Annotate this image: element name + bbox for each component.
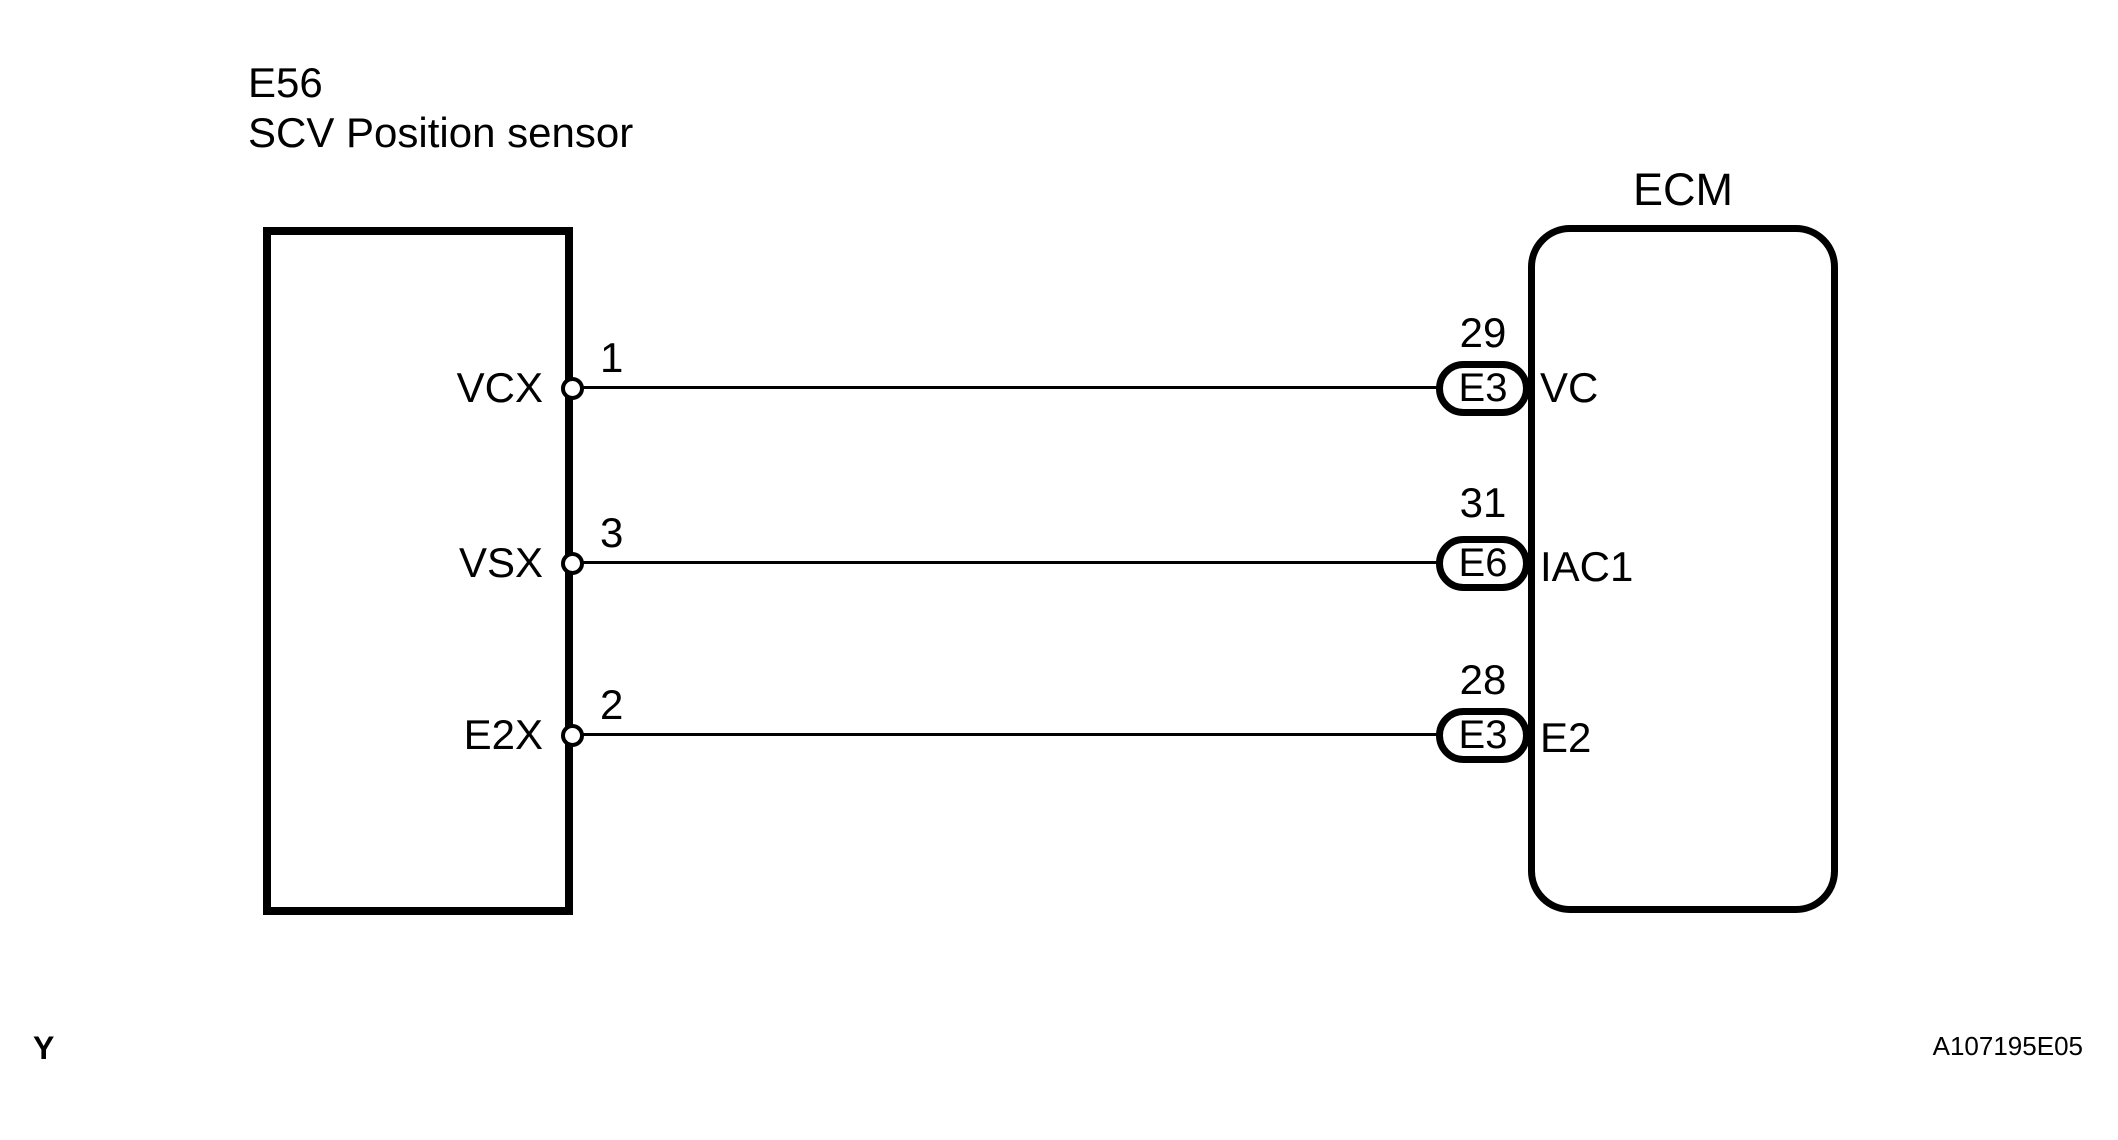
ecm-terminal-label: IAC1 bbox=[1540, 543, 1634, 590]
sensor-pin-number: 2 bbox=[600, 681, 624, 728]
ecm-terminal-label: VC bbox=[1540, 364, 1599, 411]
ecm-connector-code: E3 bbox=[1458, 713, 1508, 757]
ecm-label: ECM bbox=[1633, 164, 1733, 215]
sensor-pin-label: VCX bbox=[456, 364, 543, 411]
wire-vcx-vc bbox=[583, 386, 1437, 389]
ecm-pin-number: 29 bbox=[1459, 309, 1507, 356]
ecm-terminal-label: E2 bbox=[1540, 714, 1592, 761]
sensor-pin-number: 1 bbox=[600, 334, 624, 381]
ecm-connector-code: E6 bbox=[1458, 541, 1508, 585]
figure-code: A107195E05 bbox=[1932, 1031, 2083, 1061]
sensor-pin-terminal-icon bbox=[561, 724, 584, 747]
ecm-connector-code: E3 bbox=[1458, 366, 1508, 410]
sensor-connector-box bbox=[263, 227, 573, 915]
sensor-pin-terminal-icon bbox=[561, 552, 584, 575]
wire-e2x-e2 bbox=[583, 733, 1437, 736]
ecm-connector-pill: E3 bbox=[1436, 708, 1530, 763]
ecm-box bbox=[1528, 225, 1838, 913]
sensor-pin-label: VSX bbox=[458, 539, 543, 586]
ecm-connector-pill: E3 bbox=[1436, 361, 1530, 416]
ecm-connector-pill: E6 bbox=[1436, 536, 1530, 591]
ecm-pin-number: 31 bbox=[1459, 479, 1507, 526]
connector-name: SCV Position sensor bbox=[248, 109, 634, 156]
page-marker: Y bbox=[33, 1030, 55, 1066]
connector-title: E56 SCV Position sensor bbox=[248, 58, 633, 158]
sensor-pin-label: E2X bbox=[463, 711, 543, 758]
sensor-pin-terminal-icon bbox=[561, 377, 584, 400]
wire-vsx-iac1 bbox=[583, 561, 1437, 564]
sensor-pin-number: 3 bbox=[600, 509, 624, 556]
connector-id: E56 bbox=[248, 59, 323, 106]
ecm-pin-number: 28 bbox=[1459, 656, 1507, 703]
